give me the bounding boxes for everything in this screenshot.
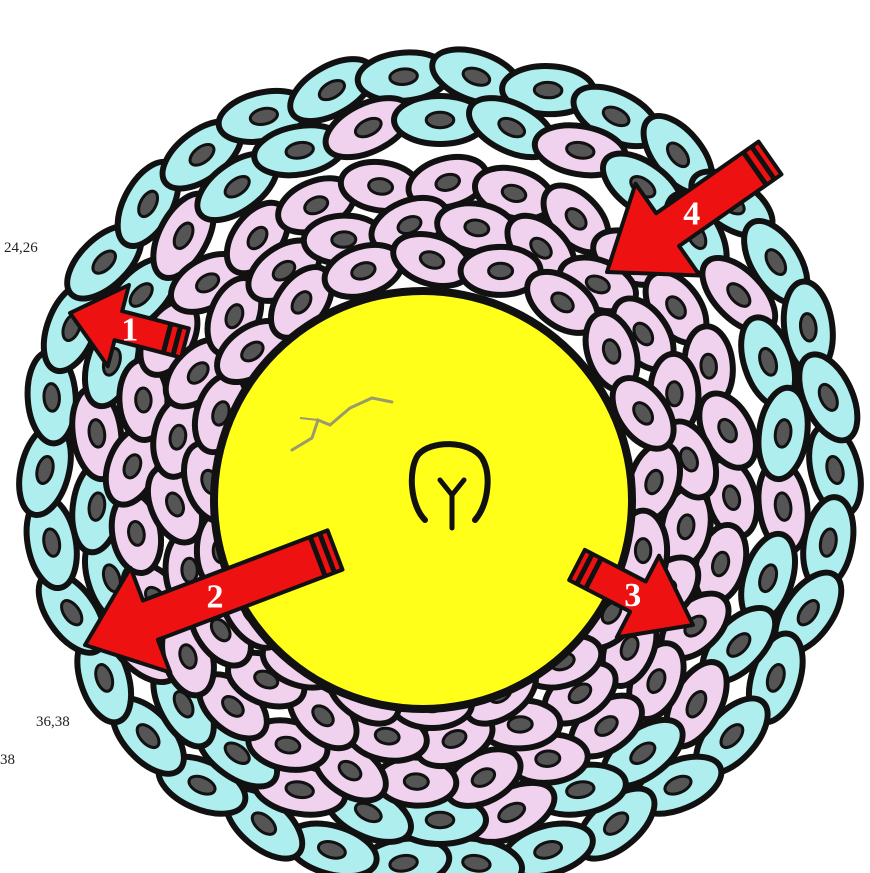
arrow-2-label: 2 [207, 579, 224, 616]
arrow-4-label: 4 [683, 196, 700, 233]
oocyte [210, 287, 636, 713]
arrow-3-label: 3 [624, 577, 641, 614]
arrow-1-label: 1 [121, 312, 138, 349]
